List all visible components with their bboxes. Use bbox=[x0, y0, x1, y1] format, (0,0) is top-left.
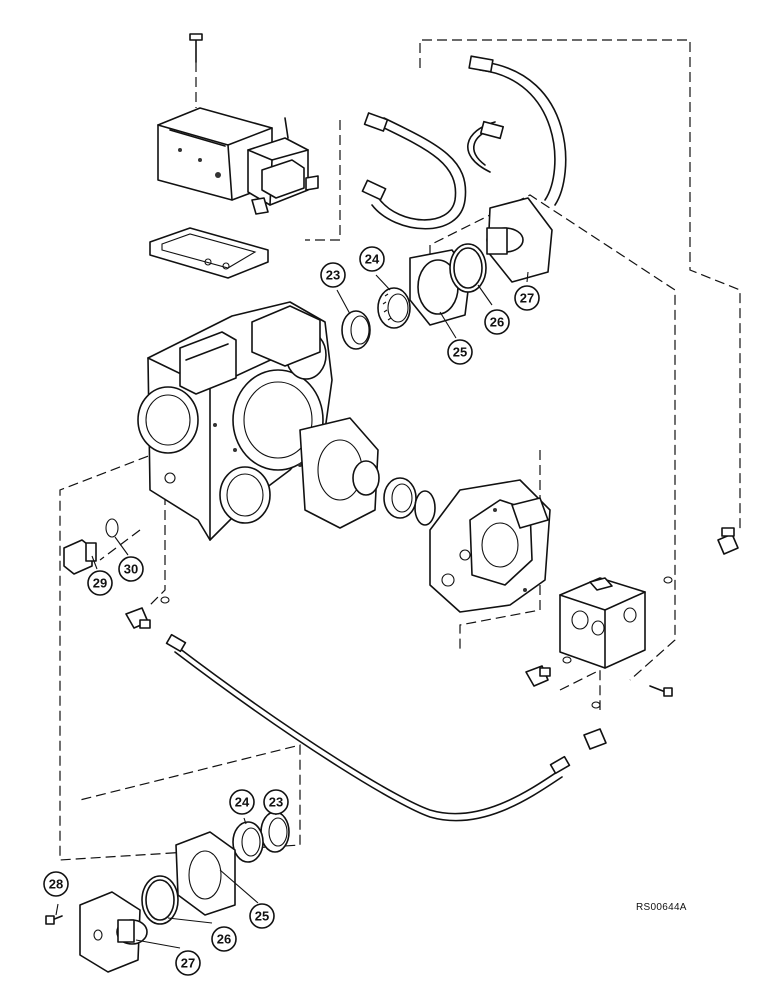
callout-29: 29 bbox=[87, 570, 113, 596]
callout-24-lower: 24 bbox=[229, 789, 255, 815]
hydraulic-pump bbox=[429, 479, 551, 613]
callout-25-upper: 25 bbox=[447, 339, 473, 365]
svg-text:25: 25 bbox=[255, 909, 269, 924]
svg-text:25: 25 bbox=[453, 345, 467, 360]
svg-text:24: 24 bbox=[365, 252, 380, 267]
control-valve-assembly bbox=[157, 33, 319, 215]
callout-leaders bbox=[55, 271, 529, 949]
callout-27-upper: 27 bbox=[514, 285, 540, 311]
callout-23-upper: 23 bbox=[320, 262, 346, 288]
callout-24-upper: 24 bbox=[359, 246, 385, 272]
callout-25-lower: 25 bbox=[249, 903, 275, 929]
svg-text:28: 28 bbox=[49, 877, 63, 892]
svg-text:24: 24 bbox=[235, 795, 250, 810]
svg-text:27: 27 bbox=[181, 956, 195, 971]
drawing-reference-code: RS00644A bbox=[636, 902, 687, 913]
lower-bearing-stack bbox=[45, 811, 290, 973]
svg-text:23: 23 bbox=[269, 795, 283, 810]
middle-bearing-stack bbox=[299, 417, 436, 529]
svg-text:30: 30 bbox=[124, 562, 138, 577]
callout-27-lower: 27 bbox=[175, 950, 201, 976]
hydraulic-hoses-top bbox=[361, 55, 567, 230]
svg-text:29: 29 bbox=[93, 576, 107, 591]
upper-bearing-stack bbox=[341, 197, 553, 350]
callout-28: 28 bbox=[43, 871, 69, 897]
valve-gasket bbox=[149, 227, 269, 279]
gearbox-housing bbox=[137, 301, 333, 541]
svg-text:23: 23 bbox=[326, 268, 340, 283]
svg-text:27: 27 bbox=[520, 291, 534, 306]
svg-text:26: 26 bbox=[217, 932, 231, 947]
callout-30: 30 bbox=[118, 556, 144, 582]
drain-plug-and-oring bbox=[63, 518, 119, 575]
callout-26-upper: 26 bbox=[484, 309, 510, 335]
callout-26-lower: 26 bbox=[211, 926, 237, 952]
hydraulic-hose-lower bbox=[165, 633, 571, 822]
manifold-block bbox=[559, 577, 646, 669]
svg-text:26: 26 bbox=[490, 315, 504, 330]
callout-23-lower: 23 bbox=[263, 789, 289, 815]
fittings bbox=[125, 527, 739, 750]
